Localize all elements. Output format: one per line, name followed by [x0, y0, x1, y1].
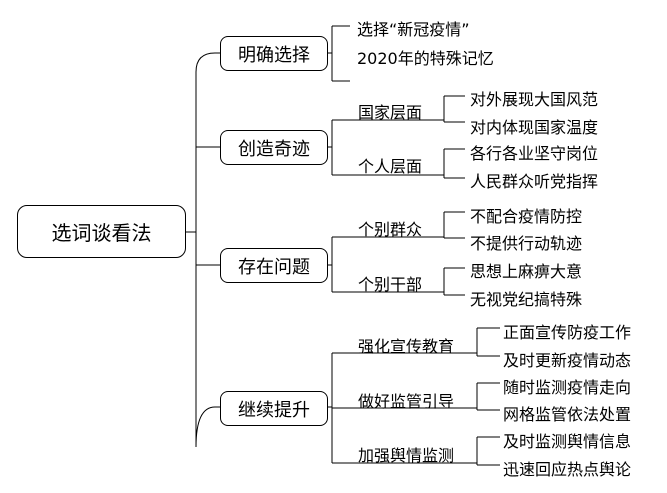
connector-group-3b [440, 267, 465, 296]
leaf-text: 2020年的特殊记忆 [357, 49, 494, 68]
group-label: 国家层面 [358, 103, 423, 122]
connector-group-4b [473, 382, 500, 411]
leaf-text: 各行各业坚守岗位 [470, 144, 599, 163]
branch-node-create-miracle: 创造奇迹 [220, 130, 328, 165]
branch-node-improve: 继续提升 [220, 391, 328, 426]
branch-node-problems: 存在问题 [220, 248, 328, 283]
connector-branch-4 [328, 352, 473, 464]
connector-group-4c [473, 436, 500, 466]
leaf-text: 对外展现大国风范 [470, 90, 599, 109]
group-label: 做好监管引导 [358, 392, 455, 411]
leaf-text: 不提供行动轨迹 [470, 234, 583, 253]
connector-branch-3 [328, 236, 440, 293]
leaf-text: 网格监管依法处置 [503, 405, 632, 424]
connector-group-4a [473, 327, 500, 357]
branch-node-clear-choice: 明确选择 [220, 36, 328, 71]
root-node: 选词谈看法 [17, 205, 186, 258]
group-label: 强化宣传教育 [358, 337, 455, 356]
leaf-text: 迅速回应热点舆论 [503, 460, 632, 479]
leaf-text: 无视党纪搞特殊 [470, 290, 583, 309]
leaf-text: 选择“新冠疫情” [357, 20, 470, 39]
leaf-text: 正面宣传防疫工作 [503, 323, 632, 342]
connector-group-2b [440, 148, 465, 179]
connector-group-2a [440, 95, 465, 123]
group-label: 个别干部 [358, 275, 423, 294]
leaf-text: 思想上麻痹大意 [470, 262, 583, 281]
leaf-text: 及时更新疫情动态 [503, 351, 632, 370]
connector-group-3a [440, 211, 465, 239]
connector-branch-2 [328, 119, 440, 176]
leaf-text: 随时监测疫情走向 [503, 378, 632, 397]
leaf-text: 及时监测舆情信息 [503, 432, 632, 451]
leaf-text: 对内体现国家温度 [470, 118, 599, 137]
connector-root-trunk [186, 52, 220, 448]
leaf-text: 不配合疫情防控 [470, 207, 583, 226]
group-label: 加强舆情监测 [358, 446, 455, 465]
group-label: 个别群众 [358, 220, 423, 239]
connector-branch-1 [328, 25, 350, 82]
leaf-text: 人民群众听党指挥 [470, 172, 599, 191]
group-label: 个人层面 [358, 157, 423, 176]
